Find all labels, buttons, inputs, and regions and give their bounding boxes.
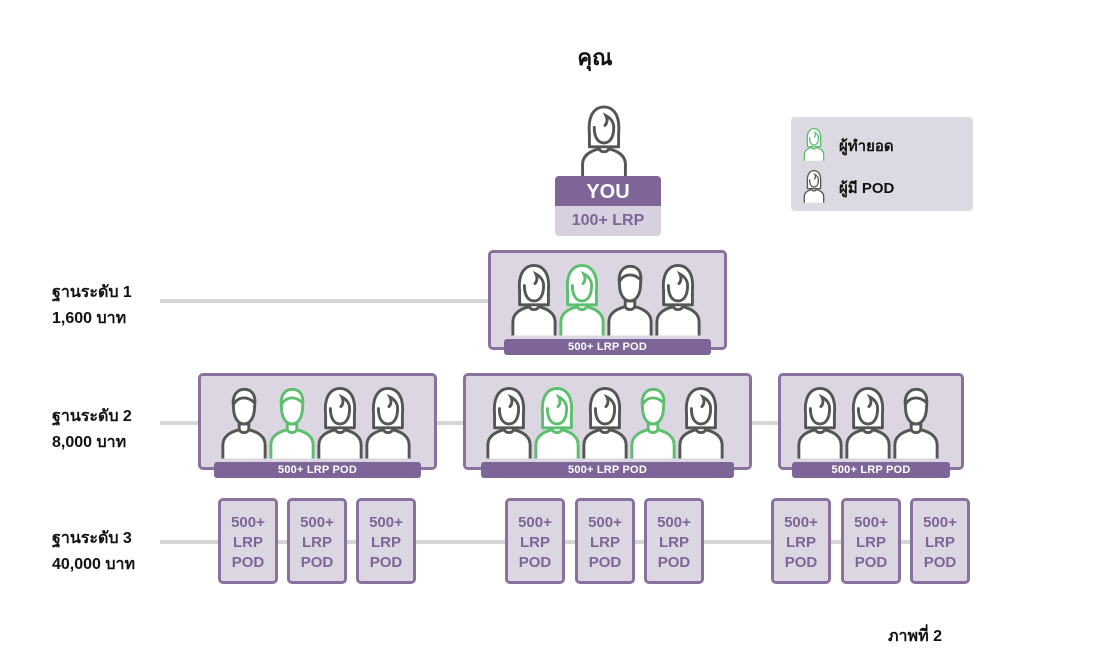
tier3-pod: 500+ LRP POD xyxy=(575,498,635,584)
tier3-pod: 500+ LRP POD xyxy=(505,498,565,584)
tier3-pod-text: 500+ xyxy=(923,514,957,531)
legend-label: ผู้ทำยอด xyxy=(839,138,894,155)
member-person-male-icon xyxy=(892,385,940,459)
tier-3-amount: 40,000 บาท xyxy=(52,556,136,573)
member-person-male-icon xyxy=(606,262,654,336)
tier-3-name: ฐานระดับ 3 xyxy=(52,530,132,547)
tier3-pod-text: 500+ xyxy=(231,514,265,531)
tier3-pod-text: LRP xyxy=(856,534,886,551)
member-person-female-icon xyxy=(844,385,892,459)
diagram-title: คุณ xyxy=(577,45,613,70)
tier2-left-people xyxy=(220,385,412,459)
tier3-pod-text: LRP xyxy=(520,534,550,551)
tier-1-name: ฐานระดับ 1 xyxy=(52,284,132,301)
achiever-person-male-icon xyxy=(268,385,316,459)
tier3-pod-text: LRP xyxy=(925,534,955,551)
member-person-male-icon xyxy=(220,385,268,459)
tier3-pod-text: 500+ xyxy=(588,514,622,531)
person-female-icon xyxy=(803,127,825,165)
you-person-icon xyxy=(578,104,630,183)
tier2-middle-pod-label: 500+ LRP POD xyxy=(481,462,734,478)
tier3-pod-text: 500+ xyxy=(854,514,888,531)
member-person-female-icon xyxy=(654,262,702,336)
figure-caption: ภาพที่ 2 xyxy=(888,628,942,645)
tier-2-label: ฐานระดับ 2 8,000 บาท xyxy=(52,404,132,456)
member-person-female-icon xyxy=(316,385,364,459)
member-person-female-icon xyxy=(677,385,725,459)
achiever-person-female-icon xyxy=(558,262,606,336)
person-female-icon xyxy=(803,169,825,207)
tier3-pod-text: POD xyxy=(784,554,818,571)
tier-2-name: ฐานระดับ 2 xyxy=(52,408,132,425)
tier3-pod: 500+ LRP POD xyxy=(287,498,347,584)
tier2-right-people xyxy=(796,385,940,459)
tier3-pod-text: POD xyxy=(300,554,334,571)
tier3-pod-text: LRP xyxy=(786,534,816,551)
tier3-pod-text: 500+ xyxy=(518,514,552,531)
tier2-right-pod-label: 500+ LRP POD xyxy=(792,462,950,478)
tier3-pod-text: POD xyxy=(657,554,691,571)
member-person-female-icon xyxy=(510,262,558,336)
tier-1-label: ฐานระดับ 1 1,600 บาท xyxy=(52,280,132,332)
member-person-female-icon xyxy=(581,385,629,459)
tier2-middle-people xyxy=(485,385,725,459)
tier3-pod-text: POD xyxy=(923,554,957,571)
tier3-pod-text: LRP xyxy=(233,534,263,551)
achiever-person-female-icon xyxy=(533,385,581,459)
tier3-pod: 500+ LRP POD xyxy=(644,498,704,584)
tier3-pod: 500+ LRP POD xyxy=(771,498,831,584)
tier2-left-pod-label: 500+ LRP POD xyxy=(214,462,421,478)
legend: ผู้ทำยอด ผู้มี POD xyxy=(791,117,973,211)
legend-item-pod-owner: ผู้มี POD xyxy=(803,169,894,207)
you-badge: YOU 100+ LRP xyxy=(555,176,661,236)
tier3-pod-text: POD xyxy=(518,554,552,571)
legend-label: ผู้มี POD xyxy=(839,180,895,197)
tier3-pod-text: 500+ xyxy=(369,514,403,531)
tier3-pod-text: 500+ xyxy=(300,514,334,531)
tier3-pod-text: LRP xyxy=(302,534,332,551)
achiever-person-male-icon xyxy=(629,385,677,459)
tier3-pod-text: POD xyxy=(588,554,622,571)
tier3-pod-text: LRP xyxy=(590,534,620,551)
tier3-pod: 500+ LRP POD xyxy=(910,498,970,584)
tier-3-label: ฐานระดับ 3 40,000 บาท xyxy=(52,526,135,578)
tier3-pod-text: 500+ xyxy=(784,514,818,531)
tier3-pod-text: POD xyxy=(231,554,265,571)
tier1-pod-label: 500+ LRP POD xyxy=(504,339,711,355)
tier3-pod: 500+ LRP POD xyxy=(218,498,278,584)
you-label: YOU xyxy=(555,176,661,206)
tier3-pod-text: POD xyxy=(369,554,403,571)
you-lrp: 100+ LRP xyxy=(555,206,661,236)
tier3-pod-text: 500+ xyxy=(657,514,691,531)
tier3-pod-text: POD xyxy=(854,554,888,571)
member-person-female-icon xyxy=(485,385,533,459)
tier3-connector xyxy=(160,540,970,544)
tier3-pod: 500+ LRP POD xyxy=(841,498,901,584)
tier-1-amount: 1,600 บาท xyxy=(52,310,127,327)
tier3-pod-text: LRP xyxy=(371,534,401,551)
member-person-female-icon xyxy=(796,385,844,459)
tier-2-amount: 8,000 บาท xyxy=(52,434,127,451)
tier3-pod-text: LRP xyxy=(659,534,689,551)
tier3-pod: 500+ LRP POD xyxy=(356,498,416,584)
tier1-people xyxy=(510,262,702,336)
legend-item-achiever: ผู้ทำยอด xyxy=(803,127,894,165)
member-person-female-icon xyxy=(364,385,412,459)
tier1-connector xyxy=(160,299,490,303)
